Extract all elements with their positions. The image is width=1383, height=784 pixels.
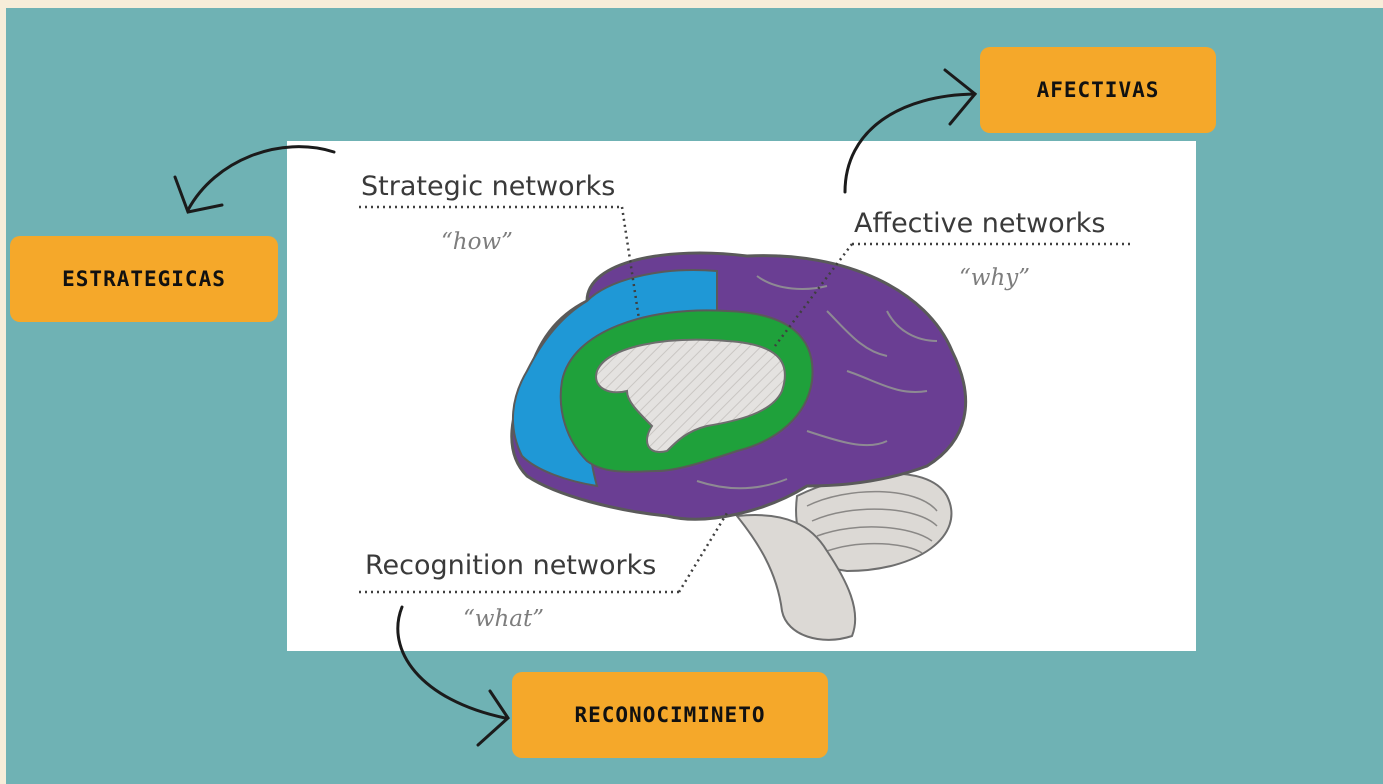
afectivas-tag: AFECTIVAS: [980, 47, 1216, 133]
curved-arrow-icon: [173, 145, 336, 214]
brain-folds: [696, 275, 938, 490]
estrategicas-tag: ESTRATEGICAS: [10, 236, 278, 322]
affective-networks-label: Affective networks: [854, 208, 1106, 239]
curved-arrow-icon: [843, 68, 978, 194]
recognition-networks-quote: “what”: [463, 606, 544, 632]
leader-lines: [359, 205, 1132, 594]
strategic-networks-label: Strategic networks: [361, 171, 616, 202]
reconocimiento-tag: RECONOCIMINETO: [512, 672, 828, 758]
brainstem: [735, 514, 857, 641]
brain-diagram-card: Strategic networks “how” Affective netwo…: [287, 141, 1196, 651]
brain-illustration: [359, 205, 1132, 641]
curved-arrow-icon: [396, 605, 510, 747]
strategic-networks-quote: “how”: [441, 229, 513, 255]
recognition-networks-label: Recognition networks: [365, 550, 657, 581]
corpus-callosum: [595, 338, 786, 453]
affective-networks-quote: “why”: [959, 265, 1031, 291]
